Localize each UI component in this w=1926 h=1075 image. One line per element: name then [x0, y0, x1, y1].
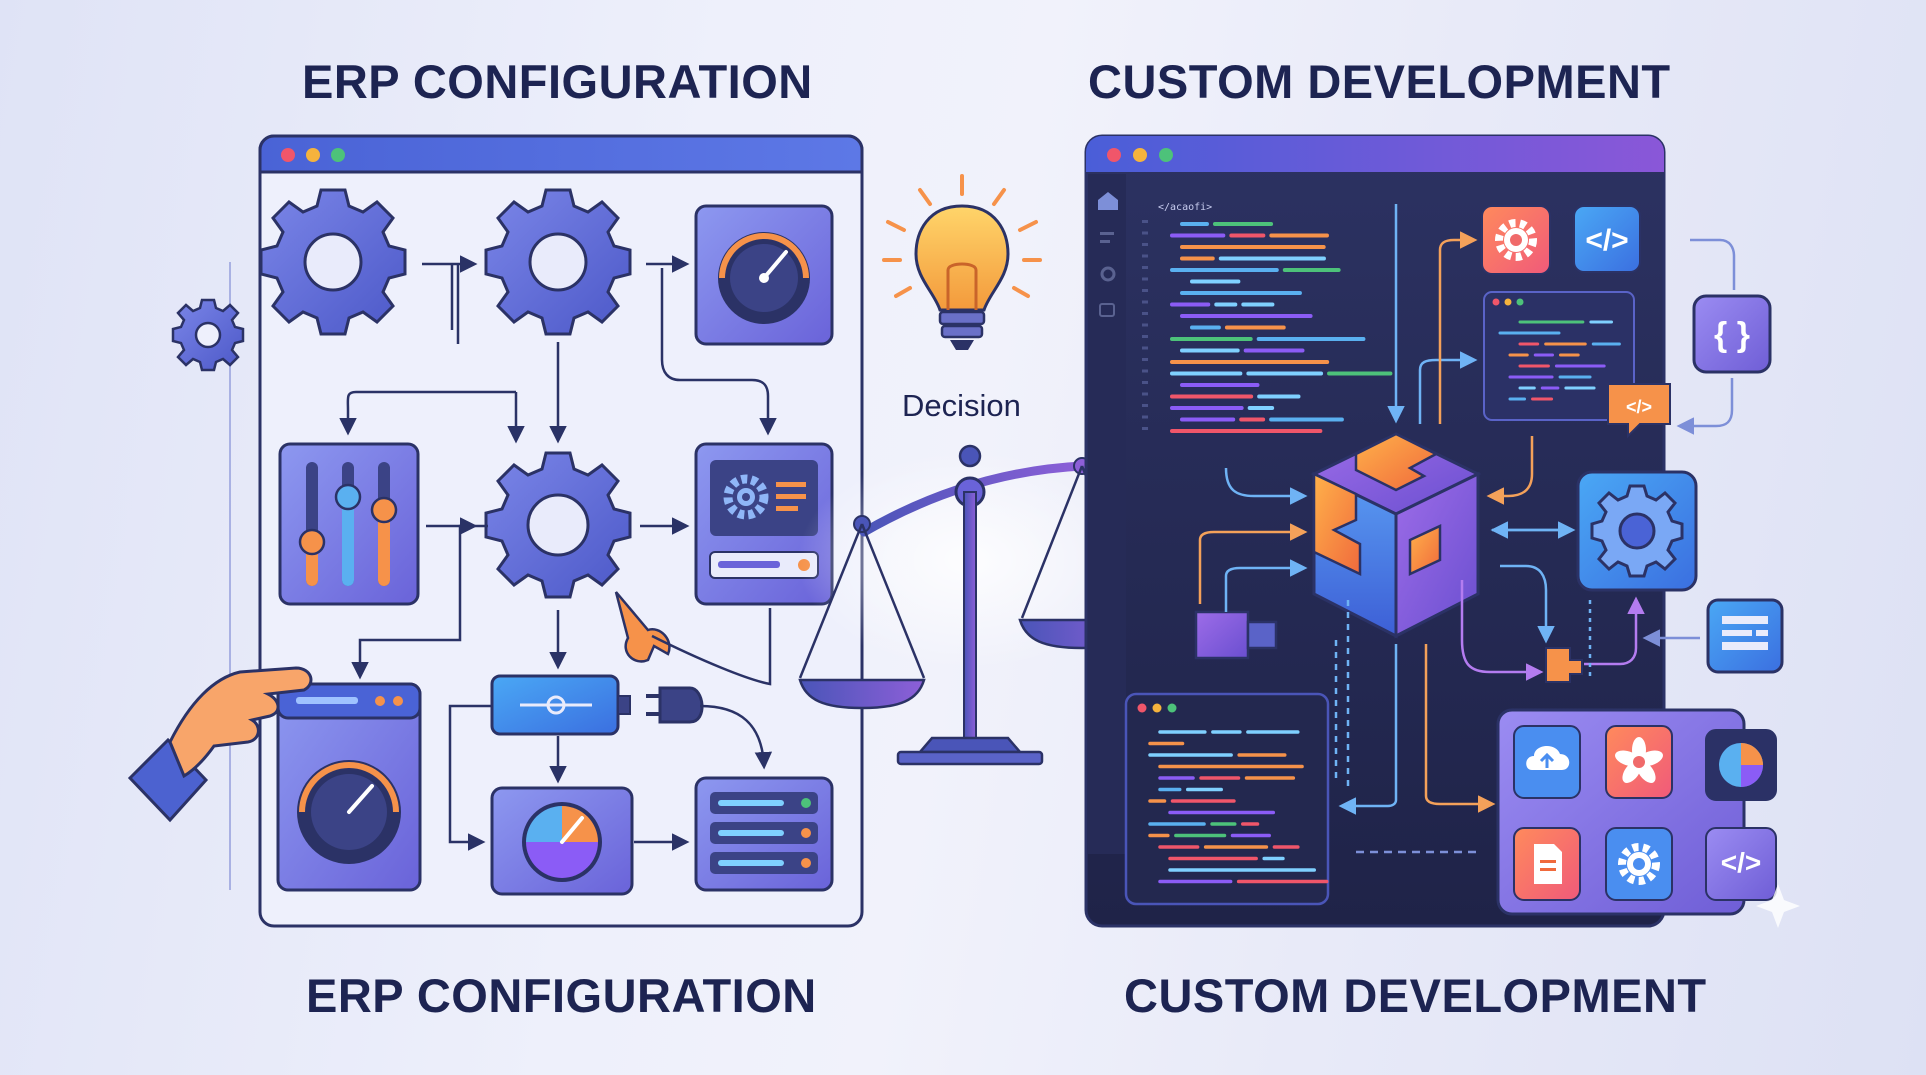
line-number: [1142, 404, 1148, 407]
window-close-dot[interactable]: [281, 148, 295, 162]
lightbulb-icon: [882, 174, 1042, 350]
hand-icon: [127, 666, 313, 823]
explorer-icon[interactable]: [1100, 232, 1114, 235]
dev-window-close-dot[interactable]: [1107, 148, 1121, 162]
search-icon[interactable]: [1100, 266, 1116, 282]
code-tag-tile[interactable]: </>: [1573, 205, 1641, 273]
wrench-icon: [614, 591, 671, 663]
line-number: [1142, 369, 1148, 373]
window-minimize-dot[interactable]: [306, 148, 320, 162]
connector-device-icon: [1194, 610, 1278, 660]
gear-icon-1: [259, 188, 407, 336]
line-number: [1142, 358, 1148, 361]
line-number: [1142, 323, 1148, 327]
code-bubble-icon: </>: [1607, 383, 1671, 439]
settings-orange-tile[interactable]: [1481, 205, 1551, 275]
home-icon[interactable]: [1098, 192, 1118, 210]
modular-cube-icon: [1310, 432, 1482, 639]
gear-tile-right[interactable]: [1576, 470, 1698, 592]
line-number: [1142, 220, 1148, 223]
extensions-icon[interactable]: [1099, 303, 1115, 317]
sparkle-icon: [1756, 884, 1800, 928]
gauge-tile: [694, 204, 834, 346]
code-first-line: </acaofi>: [1158, 202, 1212, 213]
dev-window-minimize-dot[interactable]: [1133, 148, 1147, 162]
app-grid-panel: </>: [1496, 708, 1777, 916]
gauge-tile-bottom: [490, 786, 634, 896]
line-number: [1142, 392, 1148, 396]
line-number: [1142, 277, 1148, 281]
dial-window-tile: [276, 682, 422, 892]
cloud-upload-tile[interactable]: [1513, 725, 1581, 799]
panel-tile-right[interactable]: [1706, 598, 1784, 674]
dev-flow-arrows: [1198, 204, 1736, 854]
fan-tile[interactable]: [1605, 725, 1673, 799]
braces-icon: { }: [1714, 316, 1750, 354]
code-editor: </acaofi>: [1142, 202, 1393, 433]
puzzle-piece-icon: [1545, 647, 1583, 683]
svg-text:</>: </>: [1626, 397, 1652, 417]
dev-window-maximize-dot[interactable]: [1159, 148, 1173, 162]
line-number: [1142, 335, 1148, 338]
custom-development-title-bottom: CUSTOM DEVELOPMENT: [1124, 969, 1707, 1022]
line-number: [1142, 266, 1148, 269]
erp-configuration-title-top: ERP CONFIGURATION: [302, 55, 813, 108]
settings-blue-tile[interactable]: [1605, 827, 1673, 901]
sliders-tile: [278, 442, 420, 606]
settings-card-tile: [694, 442, 834, 606]
braces-tile[interactable]: { }: [1692, 294, 1772, 374]
erp-configuration-title-bottom: ERP CONFIGURATION: [306, 969, 817, 1022]
small-gear-icon-outside: [171, 298, 245, 372]
code-tag-icon: </>: [1585, 224, 1628, 257]
line-number: [1142, 300, 1148, 304]
gear-icon-3: [484, 451, 632, 599]
window-maximize-dot[interactable]: [331, 148, 345, 162]
bottom-code-window: [1124, 692, 1330, 906]
pie-chart-tile[interactable]: [1705, 729, 1777, 801]
svg-text:</>: </>: [1721, 847, 1761, 878]
document-tile[interactable]: [1513, 827, 1581, 901]
line-number: [1142, 381, 1148, 384]
connector-block: [490, 674, 631, 736]
line-number: [1142, 415, 1148, 419]
custom-development-title-top: CUSTOM DEVELOPMENT: [1088, 55, 1671, 108]
line-number: [1142, 254, 1148, 258]
plug-icon: [646, 686, 704, 724]
line-number: [1142, 231, 1148, 235]
line-number: [1142, 346, 1148, 350]
line-number: [1142, 289, 1148, 292]
line-number: [1142, 427, 1148, 430]
gear-icon-2: [484, 188, 632, 336]
code-tag-tile-small[interactable]: </>: [1705, 827, 1777, 901]
server-list-tile: [694, 776, 834, 892]
decision-label: Decision: [902, 388, 1021, 423]
mini-code-window: [1483, 291, 1635, 421]
line-number: [1142, 312, 1148, 315]
line-number: [1142, 243, 1148, 246]
erp-flow-arrows: [339, 255, 777, 851]
